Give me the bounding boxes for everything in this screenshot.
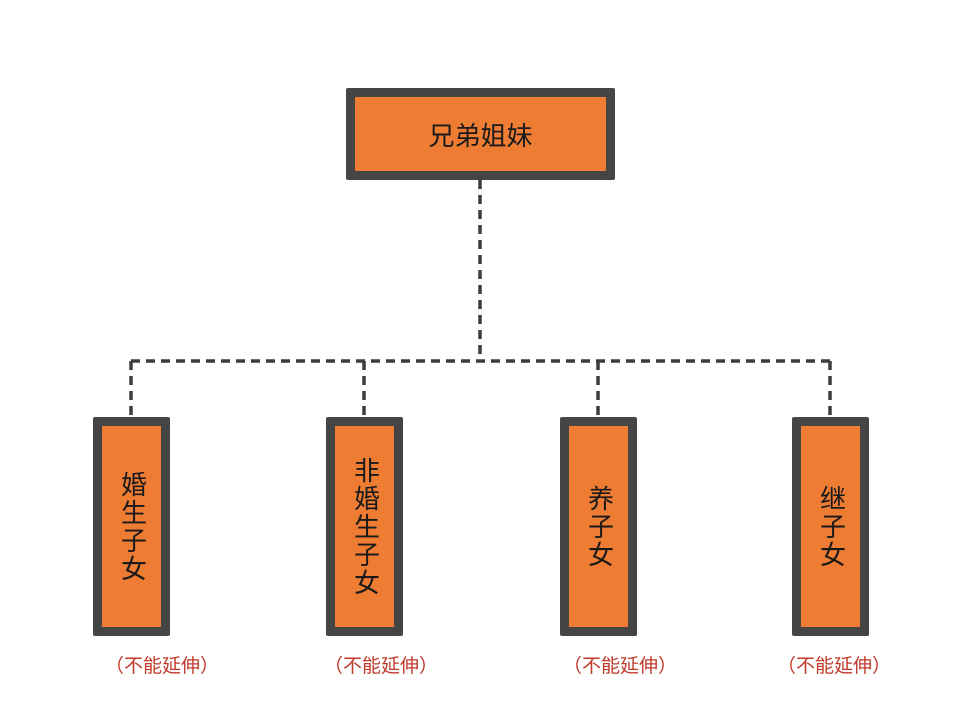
child-note-2: （不能延伸）	[323, 655, 438, 677]
child-node-4: 继子女	[792, 417, 869, 636]
child-node-3: 养子女	[560, 417, 637, 636]
child-node-label: 非婚生子女	[349, 456, 380, 597]
child-node-label: 婚生子女	[116, 470, 147, 583]
child-node-2: 非婚生子女	[326, 417, 403, 636]
child-node-label: 继子女	[815, 484, 846, 569]
root-node-label: 兄弟姐妹	[428, 121, 533, 152]
child-node-label: 养子女	[583, 484, 614, 569]
root-node: 兄弟姐妹	[346, 88, 615, 180]
child-note-3: （不能延伸）	[562, 655, 677, 677]
child-note-4: （不能延伸）	[776, 655, 891, 677]
child-node-1: 婚生子女	[93, 417, 170, 636]
child-note-1: （不能延伸）	[104, 655, 219, 677]
